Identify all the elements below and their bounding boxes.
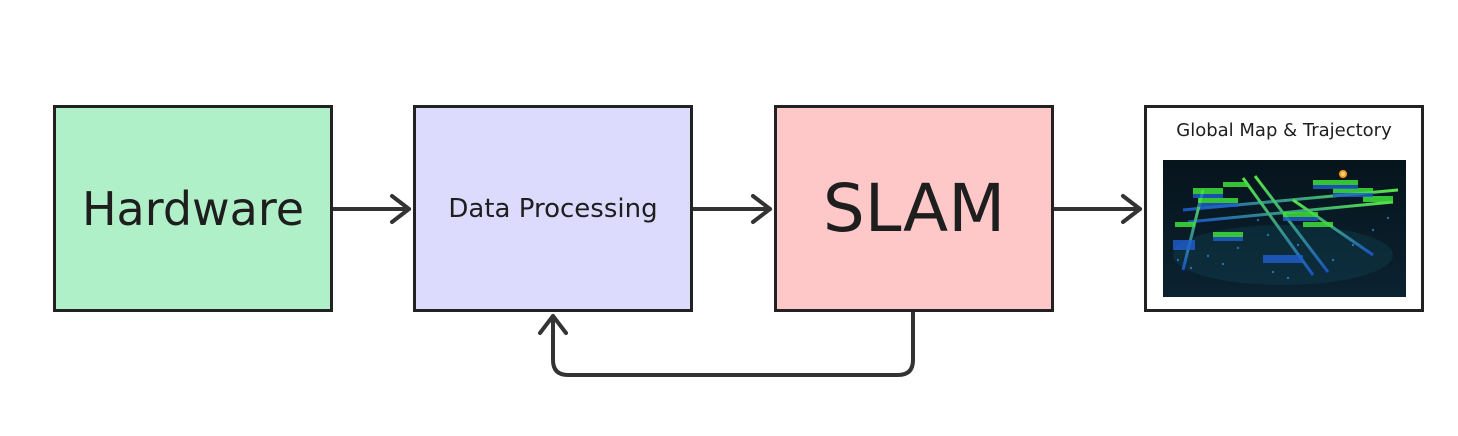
feedback-arrow-slam-to-data-processing bbox=[538, 310, 915, 377]
point-cloud-map-image bbox=[1163, 160, 1406, 297]
data-processing-node: Data Processing bbox=[413, 105, 693, 312]
data-processing-label: Data Processing bbox=[448, 193, 658, 224]
arrow-data-processing-to-slam bbox=[691, 194, 772, 224]
arrow-hardware-to-data-processing bbox=[331, 194, 411, 224]
hardware-label: Hardware bbox=[81, 181, 305, 236]
hardware-node: Hardware bbox=[53, 105, 333, 312]
global-map-trajectory-node: Global Map & Trajectory bbox=[1144, 105, 1424, 312]
arrow-slam-to-output bbox=[1052, 194, 1142, 224]
slam-label: SLAM bbox=[822, 170, 1006, 247]
global-map-trajectory-label: Global Map & Trajectory bbox=[1176, 120, 1392, 141]
slam-node: SLAM bbox=[774, 105, 1054, 312]
